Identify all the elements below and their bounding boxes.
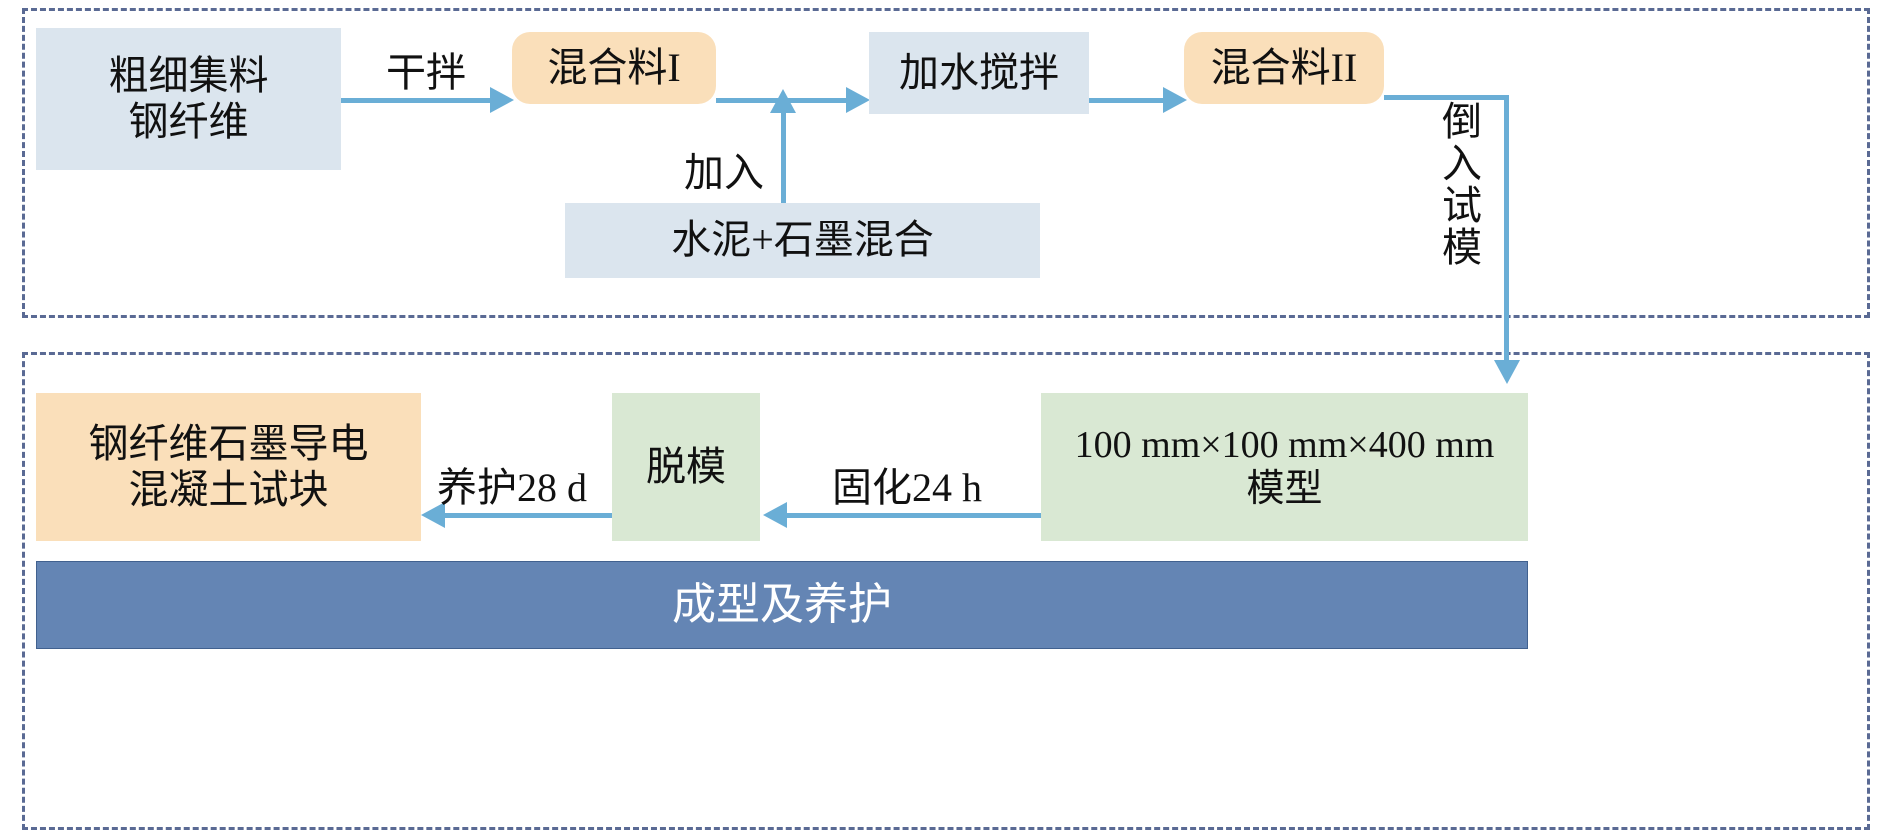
node-add-water-and-stir: 加水搅拌 (869, 32, 1089, 114)
edge-label-harden-24-hours: 固化24 h (832, 465, 982, 510)
connector-aggregate-to-mix1 (341, 98, 493, 103)
node-steel-fiber-graphite-conductive-concrete-specimen: 钢纤维石墨导电 混凝土试块 (36, 393, 421, 541)
arrowhead-demould-to-specimen (421, 502, 445, 528)
node-mixture-2: 混合料II (1184, 32, 1384, 104)
group-forming-curing-stage (22, 352, 1870, 830)
connector-cement-vertical (781, 108, 786, 205)
group-mixing-stage (22, 8, 1870, 318)
node-cement-graphite-mixture: 水泥+石墨混合 (565, 203, 1040, 278)
connector-right-down-to-mould (1504, 95, 1509, 363)
edge-label-pour-into-mould: 倒入试模 (1436, 100, 1481, 268)
node-coarse-fine-aggregate-steel-fiber: 粗细集料 钢纤维 (36, 28, 341, 170)
connector-addwater-to-mix2 (1089, 98, 1167, 103)
arrowhead-into-mould (1494, 360, 1520, 384)
node-demould: 脱模 (612, 393, 760, 541)
connector-mix2-to-right (1384, 95, 1509, 100)
node-forming-and-curing-banner: 成型及养护 (36, 561, 1528, 649)
node-mould-dimensions: 100 mm×100 mm×400 mm 模型 (1041, 393, 1528, 541)
node-mixture-1: 混合料I (512, 32, 716, 104)
arrowhead-mix1-to-addwater (846, 87, 870, 113)
connector-demould-to-specimen (444, 513, 614, 518)
arrowhead-cement-to-mainline (770, 89, 796, 113)
arrowhead-addwater-to-mix2 (1163, 87, 1187, 113)
edge-label-cure-28-days: 养护28 d (437, 465, 587, 510)
edge-label-dry-mix: 干拌 (386, 50, 466, 95)
arrowhead-mould-to-demould (763, 502, 787, 528)
edge-label-add-in: 加入 (684, 150, 764, 195)
connector-mould-to-demould (786, 513, 1043, 518)
arrowhead-aggregate-to-mix1 (490, 87, 514, 113)
